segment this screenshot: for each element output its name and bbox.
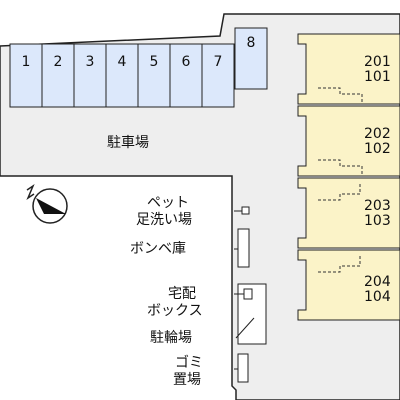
- unit-number: 102: [364, 141, 391, 157]
- stair-lines: [318, 87, 363, 273]
- facilities: [237, 206, 267, 383]
- parking-number: 1: [22, 54, 31, 70]
- unit-number: 103: [364, 213, 391, 229]
- unit-number: 202: [364, 126, 391, 142]
- garbage-label-1: ゴミ: [175, 355, 203, 371]
- unit-number: 104: [364, 289, 391, 305]
- building: [297, 33, 400, 321]
- delivery-box-label-1: 宅配: [168, 286, 196, 302]
- gas-cylinder-label: ボンベ庫: [130, 241, 186, 257]
- parking-number: 7: [214, 54, 223, 70]
- delivery-box-label-2: ボックス: [147, 303, 203, 319]
- parking-number: 8: [247, 35, 256, 51]
- parking-spaces: [9, 27, 268, 108]
- parking-number: 5: [150, 54, 159, 70]
- pet-wash-label-1: ペット: [147, 195, 189, 211]
- bicycle-parking-label: 駐輪場: [150, 330, 192, 346]
- parking-space-5: [137, 43, 171, 108]
- garbage-label-2: 置場: [173, 372, 201, 388]
- unit-number: 101: [364, 69, 391, 85]
- unit-number: 201: [364, 54, 391, 70]
- parking-number: 6: [182, 54, 191, 70]
- parking-space-6: [169, 43, 203, 108]
- parking-number: 2: [54, 54, 63, 70]
- parking-number: 3: [86, 54, 95, 70]
- north-arrow-icon: [26, 184, 68, 224]
- delivery-box: [243, 288, 253, 300]
- parking-number: 4: [118, 54, 127, 70]
- pet-wash-label-2: 足洗い場: [136, 212, 192, 228]
- parking-lot-label: 駐車場: [107, 135, 149, 151]
- building-unit-1: [297, 33, 400, 105]
- parking-space-8: [234, 27, 268, 90]
- parking-space-7: [201, 43, 235, 108]
- building-unit-3: [297, 177, 400, 249]
- garbage-box: [237, 353, 249, 383]
- unit-numbers: 201 101 202 102 203 103 204 104: [364, 54, 391, 305]
- pet-wash-box: [241, 206, 250, 215]
- unit-number: 204: [364, 274, 391, 290]
- unit-number: 203: [364, 198, 391, 214]
- parking-space-2: [41, 43, 75, 108]
- gas-cylinder-box: [237, 228, 250, 268]
- building-unit-2: [297, 105, 400, 177]
- leader-lines: [234, 210, 255, 370]
- parking-numbers: 1 2 3 4 5 6 7 8: [22, 35, 256, 70]
- building-unit-4: [297, 249, 400, 321]
